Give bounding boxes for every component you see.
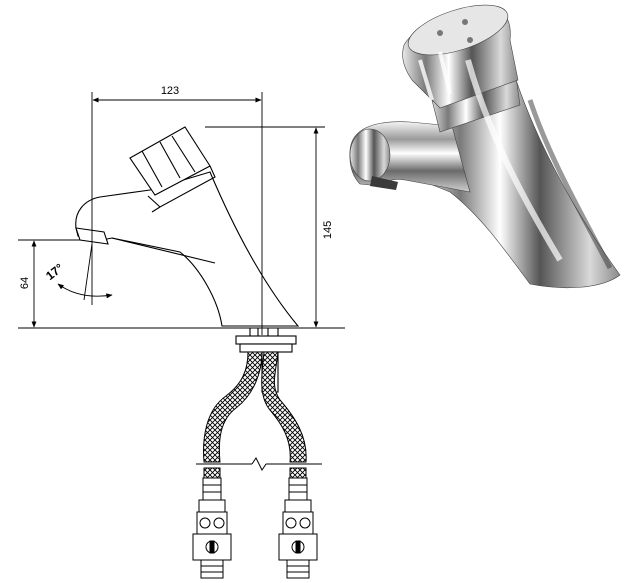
faucet-product-photo [349,4,621,289]
faucet-body [75,171,300,327]
dim-width-label: 123 [161,85,179,97]
break-line [196,457,322,471]
flexible-hoses [203,351,307,463]
stop-valves [192,467,318,579]
valve-left [192,477,232,579]
dim-angle-label: 17° [43,261,66,283]
faucet-line-drawing [18,126,345,401]
hose-right [261,351,307,463]
dim-spout-label: 64 [19,277,31,289]
dim-height-label: 145 [322,221,334,239]
hose-left [203,351,263,463]
dimension-lines [18,92,325,335]
valve-right [278,477,318,579]
base-nut [235,335,297,345]
dim-angle-arc [57,283,113,299]
